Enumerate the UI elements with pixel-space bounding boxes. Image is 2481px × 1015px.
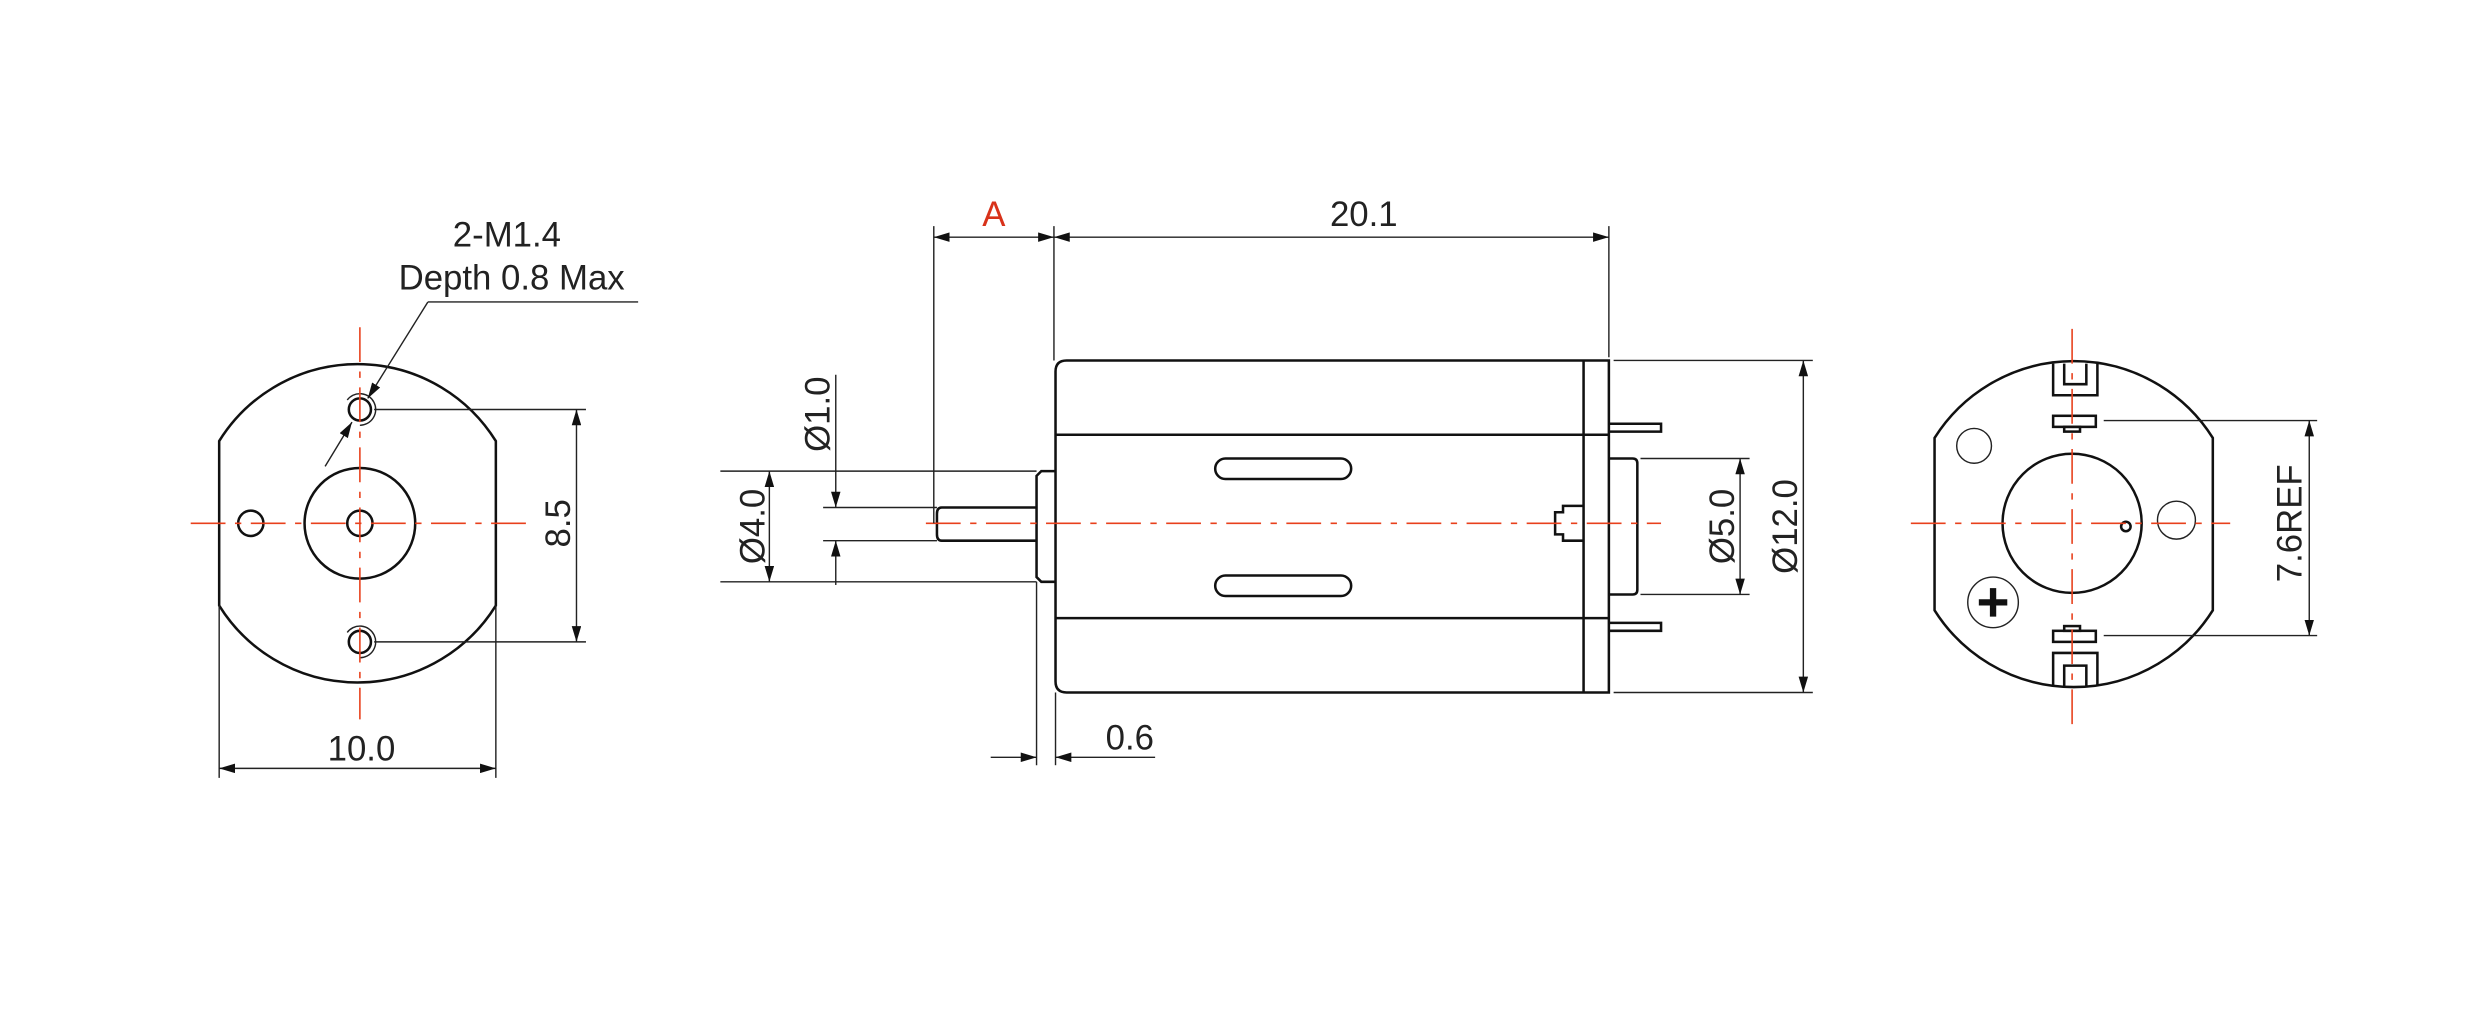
positive-terminal-mark: [1967, 576, 2020, 629]
dim-terminal-spacing: 7.6REF: [2271, 464, 2309, 582]
terminal-bottom: [1608, 621, 1663, 633]
front-flange: [1035, 469, 1056, 584]
dim-body-diameter: Ø12.0: [1767, 479, 1805, 574]
thread-arc-top: [346, 393, 377, 426]
dim-shaft-diameter: Ø1.0: [799, 377, 837, 452]
rear-boss: [1608, 457, 1639, 596]
thread-depth: Depth 0.8 Max: [399, 259, 626, 297]
dim-width: 10.0: [328, 730, 396, 768]
terminal-slot-bottom: [2051, 651, 2099, 687]
motor-body: [1054, 359, 1611, 694]
dim-boss-diameter: Ø4.0: [735, 489, 773, 564]
thread-arc-bottom: [346, 625, 377, 659]
dim-boss-thickness: 0.6: [1106, 719, 1154, 757]
slot-bottom: [1213, 574, 1353, 598]
terminal-top: [1608, 422, 1663, 433]
slot-top: [1213, 457, 1353, 481]
dim-hole-spacing: 8.5: [540, 499, 578, 547]
front-view: 2-M1.4 Depth 0.8 Max 8.5 10.0: [190, 217, 639, 778]
terminal-slot-top: [2051, 363, 2099, 397]
dim-shaft-length: A: [982, 196, 1006, 234]
dim-rear-boss-diameter: Ø5.0: [1704, 489, 1742, 564]
thread-callout: 2-M1.4: [453, 217, 561, 255]
plus-icon: [1978, 588, 2008, 617]
dim-body-length: 20.1: [1330, 196, 1398, 234]
side-view: A 20.1 Ø4.0 Ø1.0 0.6 Ø5.0 Ø12.0: [720, 196, 1813, 766]
rear-view: 7.6REF: [1910, 328, 2318, 725]
vent-hole-left: [1955, 427, 1993, 464]
vent-hole-right: [2156, 500, 2197, 540]
rear-outline: [1933, 359, 2215, 689]
